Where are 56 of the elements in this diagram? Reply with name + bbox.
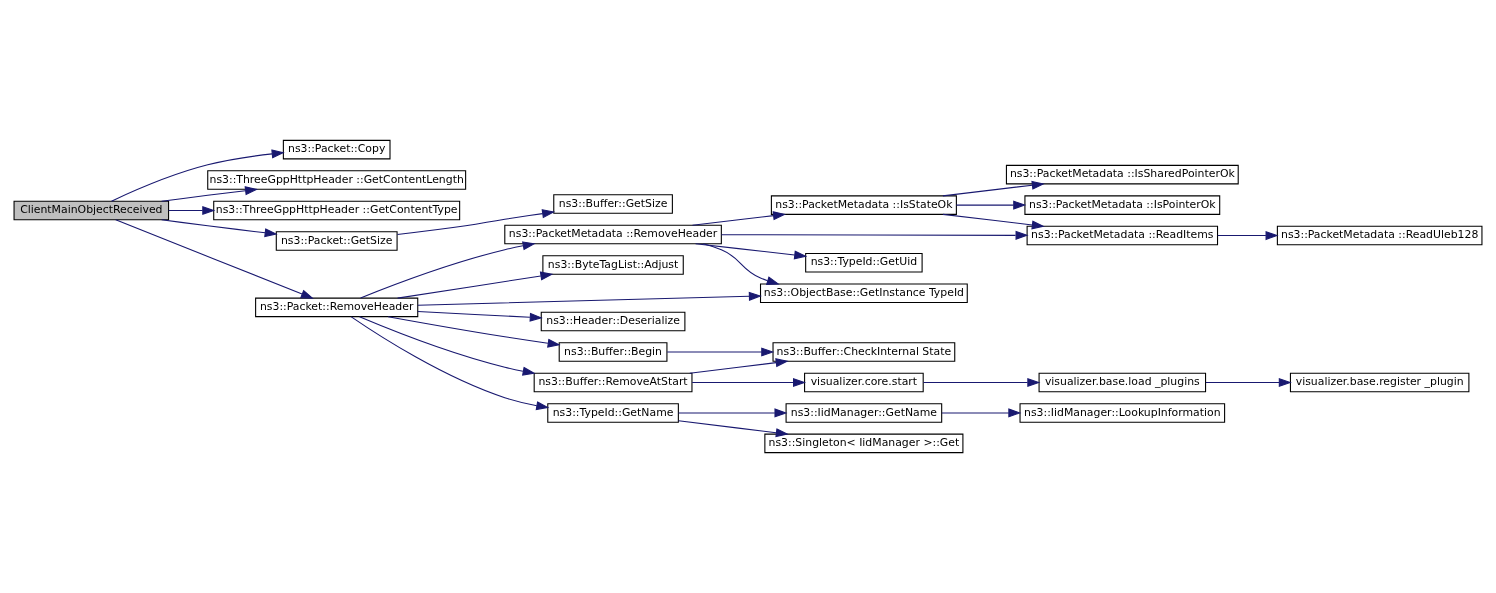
node-box: visualizer.base.load _plugins	[1038, 372, 1207, 393]
arrow	[666, 347, 775, 357]
node-box: ns3::PacketMetadata ::ReadUleb128	[1276, 225, 1483, 246]
arrow	[110, 149, 285, 202]
node-box: ClientMainObjectReceived	[13, 200, 170, 221]
arrow	[387, 316, 561, 348]
node-box: ns3::IidManager::GetName	[785, 403, 943, 423]
arrow	[350, 316, 550, 411]
node-box: ns3::ThreeGppHttpHeader ::GetContentType	[213, 200, 461, 221]
node-box: ns3::PacketMetadata ::ReadItems	[1026, 225, 1219, 246]
node-box: ns3::ByteTagList::Adjust	[542, 255, 684, 275]
arrow	[396, 209, 556, 236]
arrow	[941, 408, 1022, 418]
node-box: ns3::Buffer::RemoveAtStart	[533, 372, 693, 393]
node-box: ns3::PacketMetadata ::IsSharedPointerOk	[1005, 164, 1239, 185]
node-box: ns3::Packet::GetSize	[275, 231, 398, 251]
arrow	[417, 291, 762, 306]
node-box: ns3::Buffer::GetSize	[553, 194, 673, 214]
arrow	[720, 230, 1029, 240]
arrow	[115, 219, 314, 299]
node-box: ns3::TypeId::GetName	[547, 403, 679, 423]
arrow	[168, 205, 216, 216]
node-box: ns3::Buffer::Begin	[558, 342, 668, 362]
node-box: ns3::PacketMetadata ::IsPointerOk	[1024, 195, 1221, 215]
arrow	[397, 271, 554, 299]
arrow	[677, 408, 788, 418]
arrow	[695, 243, 808, 260]
arrow	[922, 377, 1041, 388]
arrow	[358, 316, 536, 376]
arrow	[1205, 377, 1292, 388]
node-box: ns3::IidManager::LookupInformation	[1019, 403, 1226, 423]
arrow	[702, 243, 780, 285]
node-box: ns3::ObjectBase::GetInstance TypeId	[759, 283, 968, 304]
arrow	[955, 200, 1027, 210]
node-box: ns3::ThreeGppHttpHeader ::GetContentLength	[207, 170, 467, 190]
arrow	[161, 219, 278, 238]
node-box: ns3::Singleton< IidManager >::Get	[764, 433, 964, 454]
arrow	[942, 213, 1045, 230]
arrow	[360, 241, 536, 299]
node-box: ns3::PacketMetadata ::RemoveHeader	[504, 224, 722, 245]
arrow	[689, 358, 789, 374]
node-box: ns3::Header::Deserialize	[540, 311, 686, 332]
node-box: ns3::PacketMetadata ::IsStateOk	[770, 195, 957, 215]
arrow	[417, 310, 543, 322]
arrow	[691, 377, 807, 388]
arrow	[691, 211, 787, 226]
node-box: ns3::Packet::RemoveHeader	[255, 297, 419, 318]
node-box: visualizer.core.start	[804, 372, 924, 393]
arrow	[161, 186, 259, 202]
arrow	[942, 180, 1045, 197]
node-box: ns3::Packet::Copy	[282, 139, 391, 160]
node-box: visualizer.base.register _plugin	[1289, 372, 1470, 393]
node-box: ns3::TypeId::GetUid	[805, 252, 923, 273]
arrow	[1217, 231, 1279, 241]
arrow	[677, 420, 789, 438]
node-box: ns3::Buffer::CheckInternal State	[772, 342, 956, 362]
